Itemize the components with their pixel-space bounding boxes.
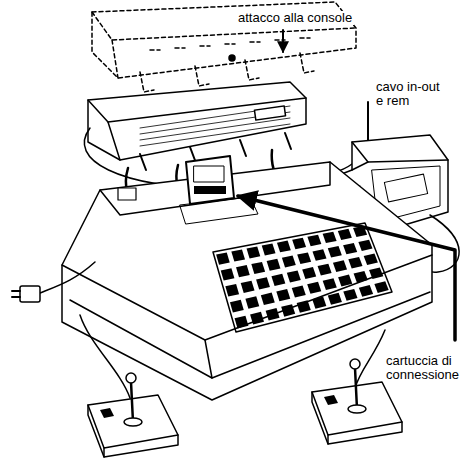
key — [328, 246, 342, 257]
key — [256, 277, 270, 289]
key — [292, 238, 306, 250]
key — [343, 289, 357, 301]
callout-label: cartuccia di connessione — [384, 354, 461, 382]
key — [250, 312, 264, 325]
key — [281, 304, 295, 316]
key — [266, 308, 280, 321]
power-plug — [12, 262, 95, 302]
key — [292, 285, 306, 297]
key — [236, 265, 250, 277]
key — [307, 282, 321, 294]
joystick-cable — [355, 330, 385, 388]
joystick-cable — [80, 315, 130, 398]
key — [323, 232, 337, 243]
key — [271, 274, 285, 286]
callout-label: attacco alla console — [236, 11, 354, 25]
connector-dot — [229, 55, 235, 61]
key — [267, 259, 281, 271]
key — [297, 252, 311, 264]
key — [374, 281, 388, 293]
key — [277, 241, 291, 253]
key — [261, 293, 275, 305]
expansion-module — [88, 82, 306, 170]
key — [297, 300, 311, 312]
key — [262, 244, 276, 256]
leader-arrow — [282, 30, 284, 52]
label-holder: attacco alla console — [236, 11, 354, 25]
key — [358, 240, 372, 251]
cartridge — [186, 156, 234, 204]
key — [216, 252, 230, 264]
key — [307, 235, 321, 246]
label-holder: cavo in-out e rem — [374, 80, 452, 108]
key — [318, 264, 332, 276]
key — [343, 243, 357, 254]
key — [231, 249, 245, 261]
key — [230, 300, 244, 313]
key — [221, 268, 235, 280]
key — [282, 256, 296, 268]
key — [247, 247, 261, 259]
dashed-module — [92, 2, 356, 92]
key — [302, 267, 316, 279]
key — [338, 275, 352, 287]
key — [348, 257, 362, 268]
key — [287, 270, 301, 282]
key — [328, 293, 342, 305]
key — [364, 254, 378, 265]
key — [251, 262, 265, 274]
key — [359, 285, 373, 297]
key — [225, 284, 239, 297]
leader-line — [238, 196, 455, 340]
keyboard-keys — [216, 226, 389, 329]
key — [312, 297, 326, 309]
key — [369, 267, 383, 278]
key — [276, 289, 290, 301]
label-holder: cartuccia di connessione — [384, 354, 461, 382]
key — [354, 271, 368, 283]
key — [241, 281, 255, 293]
key — [333, 260, 347, 272]
joystick — [88, 373, 178, 457]
key — [323, 278, 337, 290]
key — [338, 229, 352, 240]
key — [312, 249, 326, 261]
key — [245, 296, 259, 309]
key — [235, 316, 249, 329]
callout-label: cavo in-out e rem — [374, 80, 452, 108]
